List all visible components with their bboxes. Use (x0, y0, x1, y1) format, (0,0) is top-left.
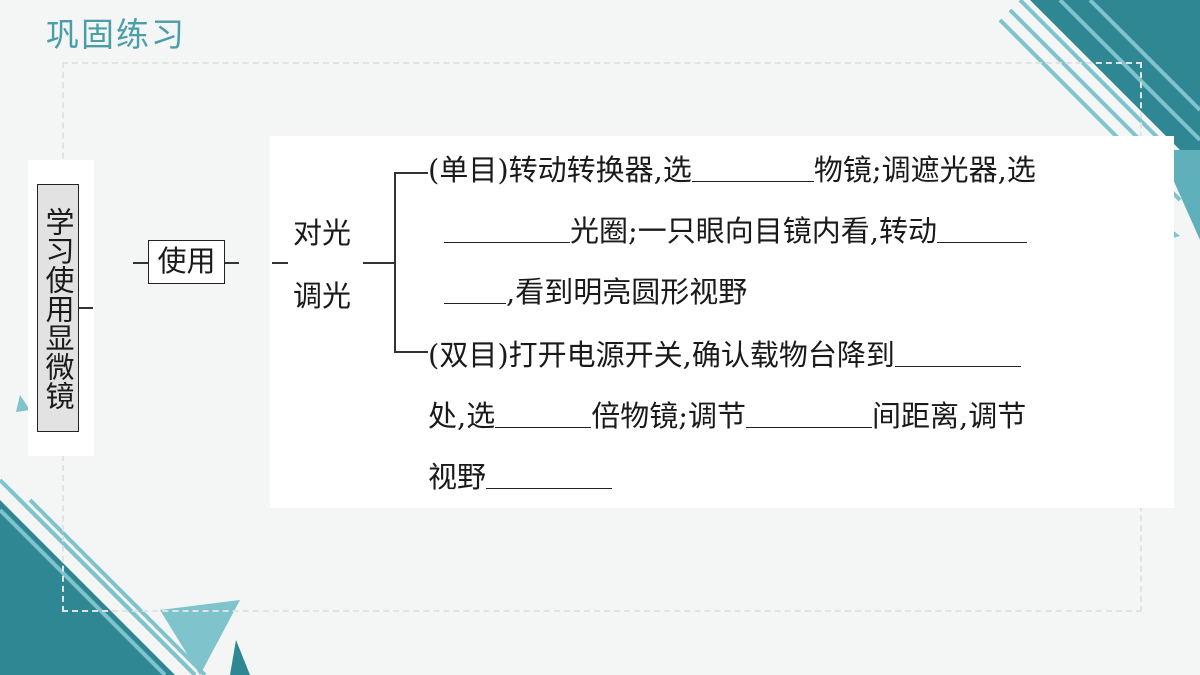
page-title: 巩固练习 (46, 15, 186, 54)
blank (444, 275, 506, 304)
blank (691, 153, 814, 182)
mono-text: 光圈;一只眼向目镜内看,转动 (570, 214, 937, 248)
mono-line-1: (单目)转动转换器,选 物镜;调遮光器,选 (428, 152, 1036, 188)
connector-line (394, 172, 428, 174)
bino-line-1: (双目)打开电源开关,确认载物台降到 (428, 337, 1021, 373)
mono-line-3: ,看到明亮圆形视野 (444, 274, 747, 310)
bino-text: 处,选 (428, 399, 496, 433)
blank (894, 338, 1021, 367)
connector-line (79, 307, 93, 309)
bino-text: 打开电源开关,确认载物台降到 (508, 338, 895, 372)
connector-line (394, 172, 396, 352)
blank (937, 214, 1027, 243)
mono-text: 物镜;调遮光器,选 (813, 153, 1036, 187)
bino-text: 视野 (428, 460, 487, 494)
mono-text: 转动转换器,选 (508, 153, 692, 187)
root-node: 学习使用显微镜 (37, 184, 79, 432)
blank (444, 214, 570, 243)
connector-line (363, 262, 394, 264)
blank (746, 399, 872, 428)
text-panel (270, 136, 1174, 508)
bino-line-3: 视野 (428, 459, 613, 495)
bino-text: 间距离,调节 (872, 399, 1027, 433)
connector-line (272, 262, 288, 264)
connector-line (394, 351, 428, 353)
mono-prefix: (单目) (428, 153, 509, 187)
mono-line-2: 光圈;一只眼向目镜内看,转动 (444, 213, 1027, 249)
blank (495, 399, 592, 428)
bino-line-2: 处,选 倍物镜;调节 间距离,调节 (428, 398, 1026, 434)
mono-text: ,看到明亮圆形视野 (506, 275, 748, 309)
connector-line (133, 262, 148, 264)
branch-label-adjust: 调光 (293, 279, 352, 313)
bino-text: 倍物镜;调节 (591, 399, 746, 433)
blank (486, 460, 613, 489)
branch-label-light: 对光 (293, 216, 352, 250)
usage-node: 使用 (148, 240, 225, 284)
bino-prefix: (双目) (428, 338, 509, 372)
connector-line (225, 262, 239, 264)
